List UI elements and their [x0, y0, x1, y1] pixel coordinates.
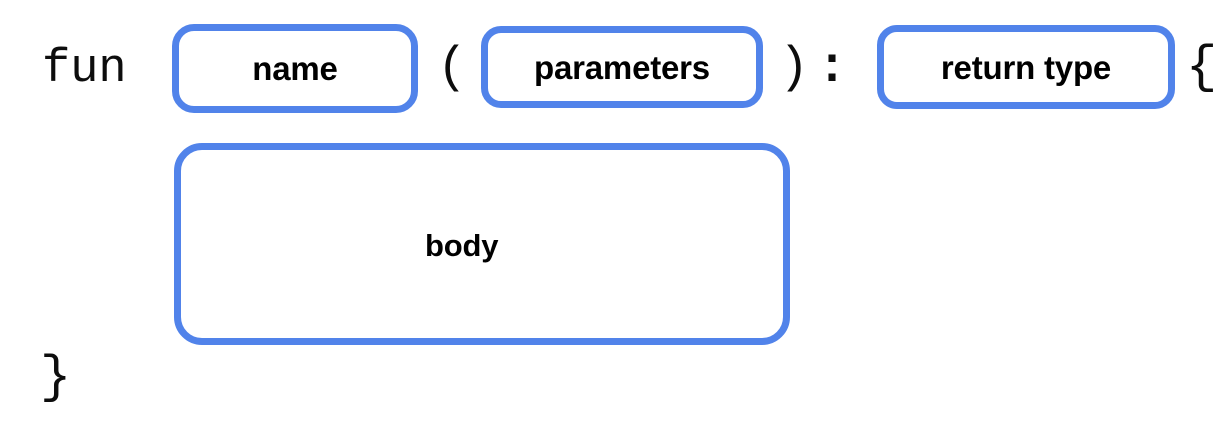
slot-name-label: name — [252, 50, 338, 87]
slot-body[interactable]: body — [174, 143, 790, 345]
paren-close: ) — [779, 40, 810, 97]
keyword-fun: fun — [42, 43, 127, 96]
colon-separator: : — [817, 40, 848, 97]
slot-return-type[interactable]: return type — [877, 25, 1175, 109]
brace-open: { — [1186, 38, 1218, 97]
slot-parameters[interactable]: parameters — [481, 26, 763, 108]
brace-close: } — [40, 348, 72, 407]
paren-open: ( — [437, 40, 468, 97]
slot-return-type-label: return type — [940, 48, 1112, 86]
slot-parameters-label: parameters — [534, 48, 710, 86]
slot-name[interactable]: name — [172, 24, 418, 113]
slot-body-label: body — [425, 228, 499, 263]
